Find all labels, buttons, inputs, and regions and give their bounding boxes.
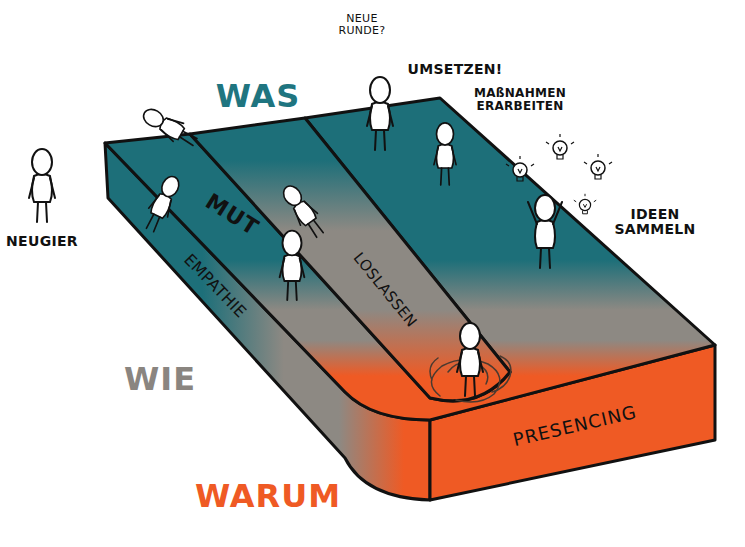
helping-figure [139, 104, 200, 151]
lightbulb-icon [574, 194, 596, 214]
step-label: MAßNAHMEN ERARBEITEN [464, 87, 576, 113]
step-label: PRESENCING [511, 402, 639, 450]
curious-figure [29, 149, 55, 222]
climbing-figure [141, 173, 185, 235]
presencing-figure [457, 323, 483, 396]
attitude-label: MUT [201, 189, 263, 240]
thinking-figure [367, 77, 393, 150]
thought-note: NEUE RUNDE? [334, 13, 390, 37]
attitude-label: NEUGIER [6, 234, 78, 249]
ideas-figure [528, 195, 562, 268]
top-surface [105, 98, 715, 420]
lightbulb-icon [506, 156, 534, 181]
working-figure [434, 123, 456, 185]
level-heading: WIE [124, 362, 196, 397]
level-heading: WARUM [195, 479, 341, 514]
walking-figure [280, 231, 305, 300]
attitude-label: EMPATHIE [180, 251, 249, 322]
step-label: IDEEN SAMMELN [614, 207, 696, 238]
lightbulb-icon [546, 134, 574, 159]
falling-figure [278, 181, 329, 241]
step-label: UMSETZEN! [407, 62, 502, 77]
step-label: LOSLASSEN [350, 250, 420, 331]
level-heading: WAS [216, 79, 301, 114]
slot-wall [190, 118, 510, 401]
lightbulb-icon [584, 154, 612, 179]
